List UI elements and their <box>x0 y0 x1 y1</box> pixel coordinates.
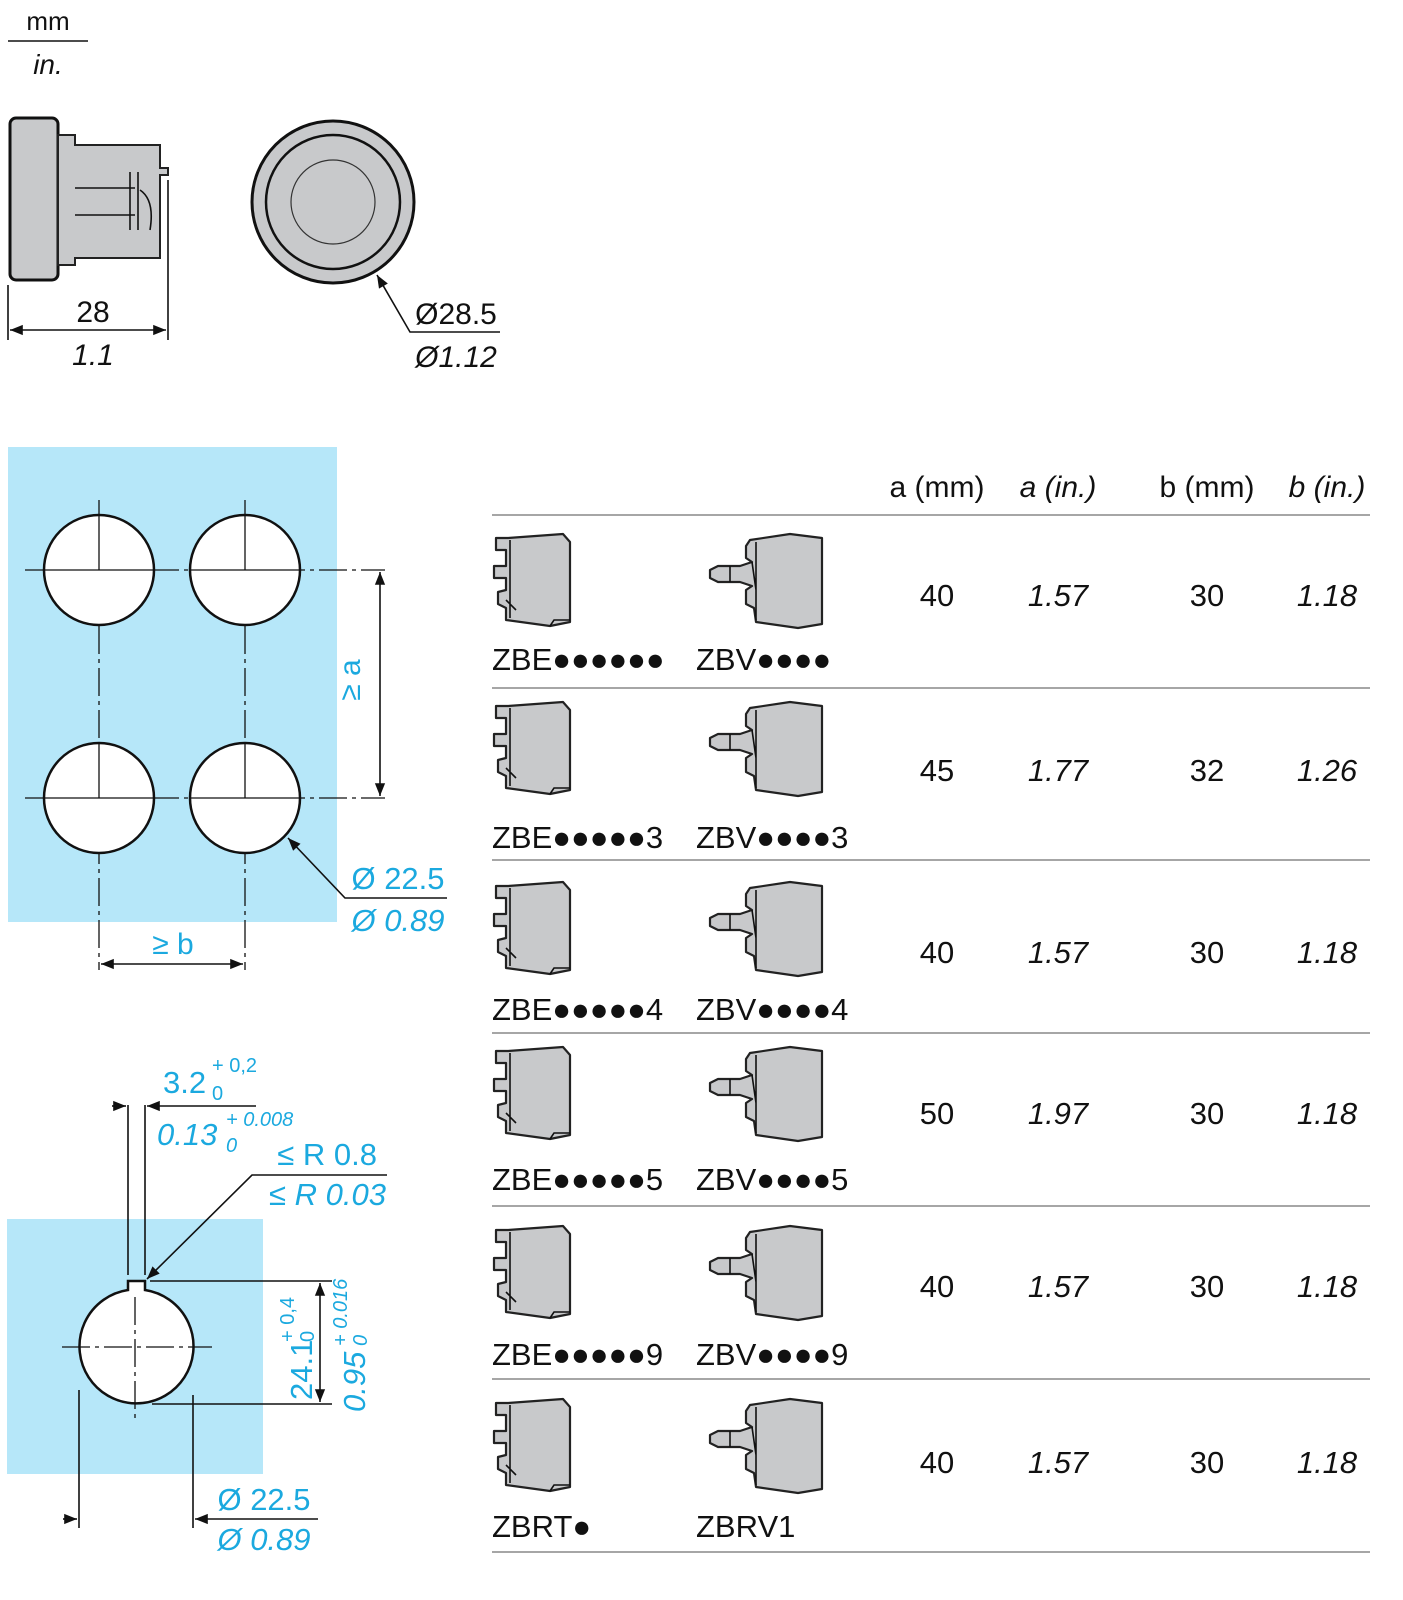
cell-b-in: 1.18 <box>1297 1445 1358 1480</box>
cutout-height-in-group: 0.95 + 0.016 0 <box>330 1278 372 1412</box>
table-row: ZBE●●●●●4 ZBV●●●●4 40 1.57 30 1.18 <box>492 880 1370 1034</box>
table-row: ZBRT● ZBRV1 40 1.57 30 1.18 <box>492 1397 1370 1553</box>
spacing-table: a (mm) a (in.) b (mm) b (in.) <box>492 471 1370 516</box>
header-b-mm: b (mm) <box>1160 471 1255 504</box>
cutout-diameter-in: Ø 0.89 <box>216 1522 310 1557</box>
reference-left: ZBRT● <box>492 1509 591 1544</box>
panel-hole-diameter-in: Ø 0.89 <box>350 903 444 938</box>
table-row: ZBE●●●●●● ZBV●●●● 40 1.57 30 1.18 <box>492 532 1370 689</box>
cutout-height-mm-tol-upper: + 0,4 <box>277 1297 299 1342</box>
cell-a-mm: 40 <box>920 935 954 970</box>
reference-left: ZBE●●●●●5 <box>492 1162 663 1197</box>
cutout-height-mm-tol-lower: 0 <box>297 1331 319 1342</box>
cell-b-mm: 30 <box>1190 1096 1224 1131</box>
cell-a-in: 1.57 <box>1028 1269 1090 1304</box>
side-length-in: 1.1 <box>72 339 114 372</box>
light-block-zbv-icon <box>708 880 824 978</box>
key-width-mm: 3.2 <box>163 1065 206 1100</box>
button-side-view <box>7 116 169 340</box>
front-diameter-mm: Ø28.5 <box>415 298 497 331</box>
key-width-in-tol-upper: + 0.008 <box>226 1109 293 1131</box>
cell-b-mm: 32 <box>1190 753 1224 788</box>
cutout-height-mm: 24.1 <box>284 1340 319 1400</box>
cell-b-in: 1.18 <box>1297 1096 1358 1131</box>
cell-a-in: 1.97 <box>1028 1096 1090 1131</box>
light-block-zbv-icon <box>708 1045 824 1143</box>
contact-block-zbe-icon <box>492 532 572 628</box>
cell-b-in: 1.18 <box>1297 935 1358 970</box>
cell-b-mm: 30 <box>1190 578 1224 613</box>
reference-left: ZBE●●●●●9 <box>492 1337 663 1372</box>
corner-radius-in: ≤ R 0.03 <box>269 1177 386 1212</box>
reference-left: ZBE●●●●●3 <box>492 820 663 855</box>
cell-a-mm: 40 <box>920 578 954 613</box>
cell-a-in: 1.57 <box>1028 935 1090 970</box>
spacing-b-label: ≥ b <box>152 928 193 961</box>
cell-a-in: 1.57 <box>1028 578 1090 613</box>
header-b-in: b (in.) <box>1289 471 1366 504</box>
header-a-in: a (in.) <box>1020 471 1097 504</box>
cutout-height-in-tol-lower: 0 <box>350 1335 372 1346</box>
reference-right: ZBV●●●●4 <box>696 992 848 1027</box>
light-block-zbv-icon <box>708 532 824 630</box>
cutout-height-in-tol-upper: + 0.016 <box>330 1278 352 1346</box>
cell-b-in: 1.18 <box>1297 1269 1358 1304</box>
keyed-hole-cutout <box>7 1100 387 1528</box>
contact-block-zbe-icon <box>492 1397 572 1493</box>
cell-b-in: 1.26 <box>1297 753 1358 788</box>
side-length-mm: 28 <box>76 296 109 329</box>
key-width-mm-tol-lower: 0 <box>212 1083 223 1105</box>
light-block-zbv-icon <box>708 1397 824 1495</box>
unit-in: in. <box>33 49 63 80</box>
spacing-a-label: ≥ a <box>334 659 367 701</box>
contact-block-zbe-icon <box>492 1224 572 1320</box>
cutout-height-mm-group: 24.1 + 0,4 0 <box>277 1297 319 1400</box>
cell-b-mm: 30 <box>1190 1269 1224 1304</box>
button-front-view <box>250 119 500 333</box>
table-row: ZBE●●●●●5 ZBV●●●●5 50 1.97 30 1.18 <box>492 1045 1370 1207</box>
cell-a-in: 1.57 <box>1028 1445 1090 1480</box>
cell-b-mm: 30 <box>1190 1445 1224 1480</box>
front-diameter-in: Ø1.12 <box>414 341 497 374</box>
header-a-mm: a (mm) <box>890 471 985 504</box>
cell-a-mm: 45 <box>920 753 954 788</box>
cell-a-mm: 40 <box>920 1445 954 1480</box>
key-width-mm-tol-upper: + 0,2 <box>212 1055 257 1077</box>
cell-b-mm: 30 <box>1190 935 1224 970</box>
contact-block-zbe-icon <box>492 1045 572 1141</box>
cutout-diameter-mm: Ø 22.5 <box>217 1482 310 1517</box>
reference-left: ZBE●●●●●4 <box>492 992 663 1027</box>
light-block-zbv-icon <box>708 1224 824 1322</box>
key-width-in: 0.13 <box>157 1117 217 1152</box>
reference-right: ZBV●●●●5 <box>696 1162 848 1197</box>
cell-b-in: 1.18 <box>1297 578 1358 613</box>
contact-block-zbe-icon <box>492 880 572 976</box>
table-row: ZBE●●●●●3 ZBV●●●●3 45 1.77 32 1.26 <box>492 700 1370 861</box>
reference-right: ZBV●●●●9 <box>696 1337 848 1372</box>
reference-left: ZBE●●●●●● <box>492 642 665 677</box>
cell-a-mm: 40 <box>920 1269 954 1304</box>
reference-right: ZBRV1 <box>696 1509 795 1544</box>
panel-cutout-layout <box>8 447 447 970</box>
unit-mm: mm <box>26 6 69 36</box>
reference-right: ZBV●●●●3 <box>696 820 848 855</box>
light-block-zbv-icon <box>708 700 824 798</box>
reference-right: ZBV●●●● <box>696 642 831 677</box>
panel-hole-diameter-mm: Ø 22.5 <box>351 861 444 896</box>
contact-block-zbe-icon <box>492 700 572 796</box>
key-width-in-tol-lower: 0 <box>226 1135 237 1157</box>
cell-a-mm: 50 <box>920 1096 954 1131</box>
cell-a-in: 1.77 <box>1028 753 1090 788</box>
cutout-height-in: 0.95 <box>337 1351 372 1412</box>
corner-radius-mm: ≤ R 0.8 <box>277 1137 377 1172</box>
table-row: ZBE●●●●●9 ZBV●●●●9 40 1.57 30 1.18 <box>492 1224 1370 1380</box>
